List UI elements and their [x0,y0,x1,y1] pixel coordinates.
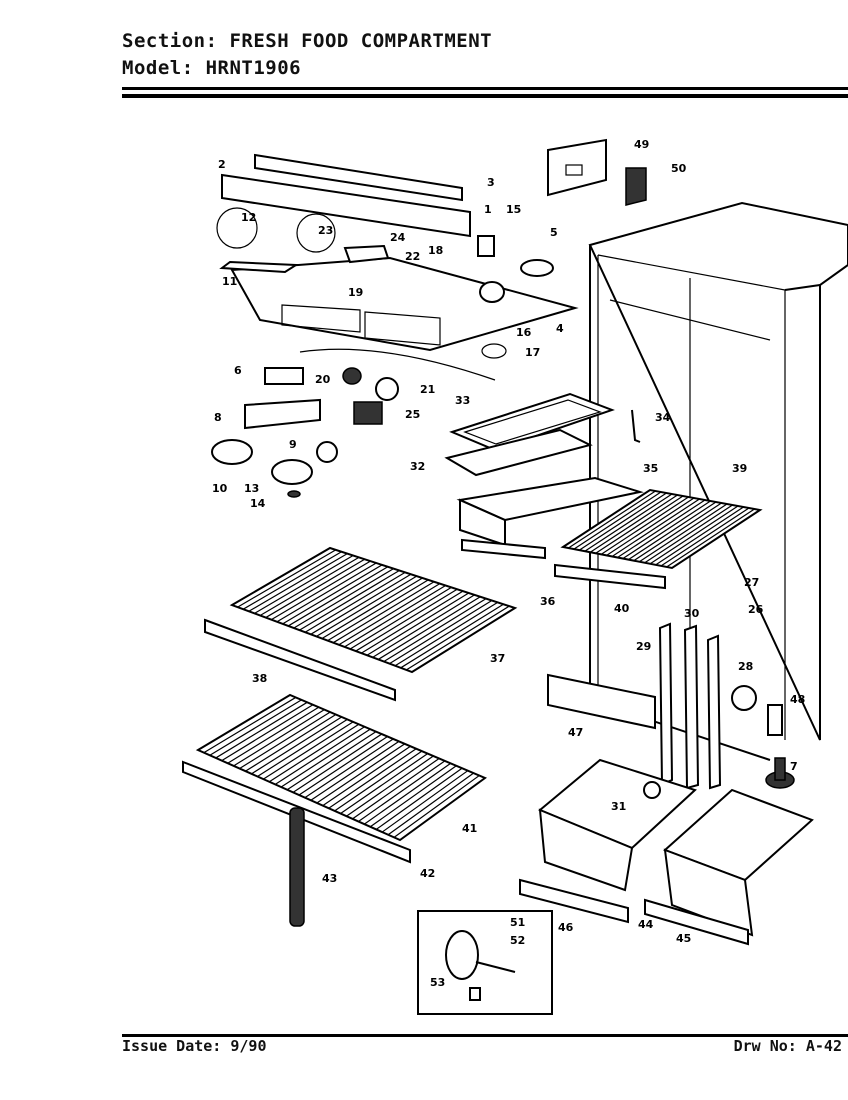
callout-50: 50 [671,162,687,175]
callout-33: 33 [455,394,470,407]
callout-37: 37 [490,652,505,665]
callout-30: 30 [684,607,700,620]
callout-36: 36 [540,595,556,608]
bottom-shelf [182,693,488,927]
callout-1: 1 [484,203,492,216]
callout-19: 19 [348,286,363,299]
callout-32: 32 [410,460,425,473]
callout-8: 8 [214,411,222,424]
callout-42: 42 [420,867,435,880]
large-wire-shelf [204,546,518,702]
callout-15: 15 [506,203,521,216]
callout-13: 13 [244,482,259,495]
callout-22: 22 [405,250,420,263]
callout-38: 38 [252,672,267,685]
section-value: FRESH FOOD COMPARTMENT [229,30,493,52]
callout-53: 53 [430,976,445,989]
callout-7: 7 [790,760,798,773]
callout-12: 12 [241,211,256,224]
callout-40: 40 [614,602,630,615]
callout-34: 34 [655,411,671,424]
glass-shelf-assembly [444,392,644,560]
callout-10: 10 [212,482,228,495]
section-label: Section: [122,30,218,52]
cabinet-liner [588,201,848,761]
callout-44: 44 [638,918,654,931]
callout-14: 14 [250,497,266,510]
callout-48: 48 [790,693,805,706]
footer-rule [122,1034,848,1037]
callout-23: 23 [318,224,333,237]
callout-20: 20 [315,373,331,386]
callout-45: 45 [676,932,691,945]
header-rule-top [122,87,848,90]
callout-26: 26 [748,603,764,616]
callout-39: 39 [732,462,747,475]
callout-47: 47 [568,726,583,739]
callout-49: 49 [634,138,649,151]
callout-24: 24 [390,231,406,244]
shelf-ladders [547,622,795,790]
crisper-drawers [519,758,814,946]
callout-11: 11 [222,275,237,288]
callout-29: 29 [636,640,651,653]
callout-43: 43 [322,872,337,885]
callout-46: 46 [558,921,574,934]
callout-2: 2 [218,158,226,171]
callout-18: 18 [428,244,443,257]
roller-inset [417,910,553,1015]
model-label: Model: [122,57,194,79]
callout-labels: 1234567891011121314151617181920212223242… [212,138,805,989]
callout-31: 31 [611,800,626,813]
control-housing-assembly [216,138,647,359]
callout-41: 41 [462,822,477,835]
model-heading: Model: HRNT1906 [122,57,301,79]
right-wire-shelf [554,488,763,590]
model-value: HRNT1906 [205,57,302,79]
section-heading: Section: FRESH FOOD COMPARTMENT [122,30,492,52]
callout-25: 25 [405,408,420,421]
callout-9: 9 [289,438,297,451]
drawing-number: Drw No: A-42 [733,1037,842,1055]
callout-3: 3 [487,176,495,189]
callout-17: 17 [525,346,540,359]
control-parts [211,348,496,498]
callout-21: 21 [420,383,435,396]
header-rule-bottom [122,94,848,98]
callout-51: 51 [510,916,525,929]
callout-52: 52 [510,934,525,947]
issue-date: Issue Date: 9/90 [122,1037,267,1055]
callout-27: 27 [744,576,759,589]
callout-5: 5 [550,226,558,239]
callout-4: 4 [556,322,564,335]
callout-6: 6 [234,364,242,377]
callout-28: 28 [738,660,753,673]
callout-16: 16 [516,326,532,339]
callout-35: 35 [643,462,658,475]
